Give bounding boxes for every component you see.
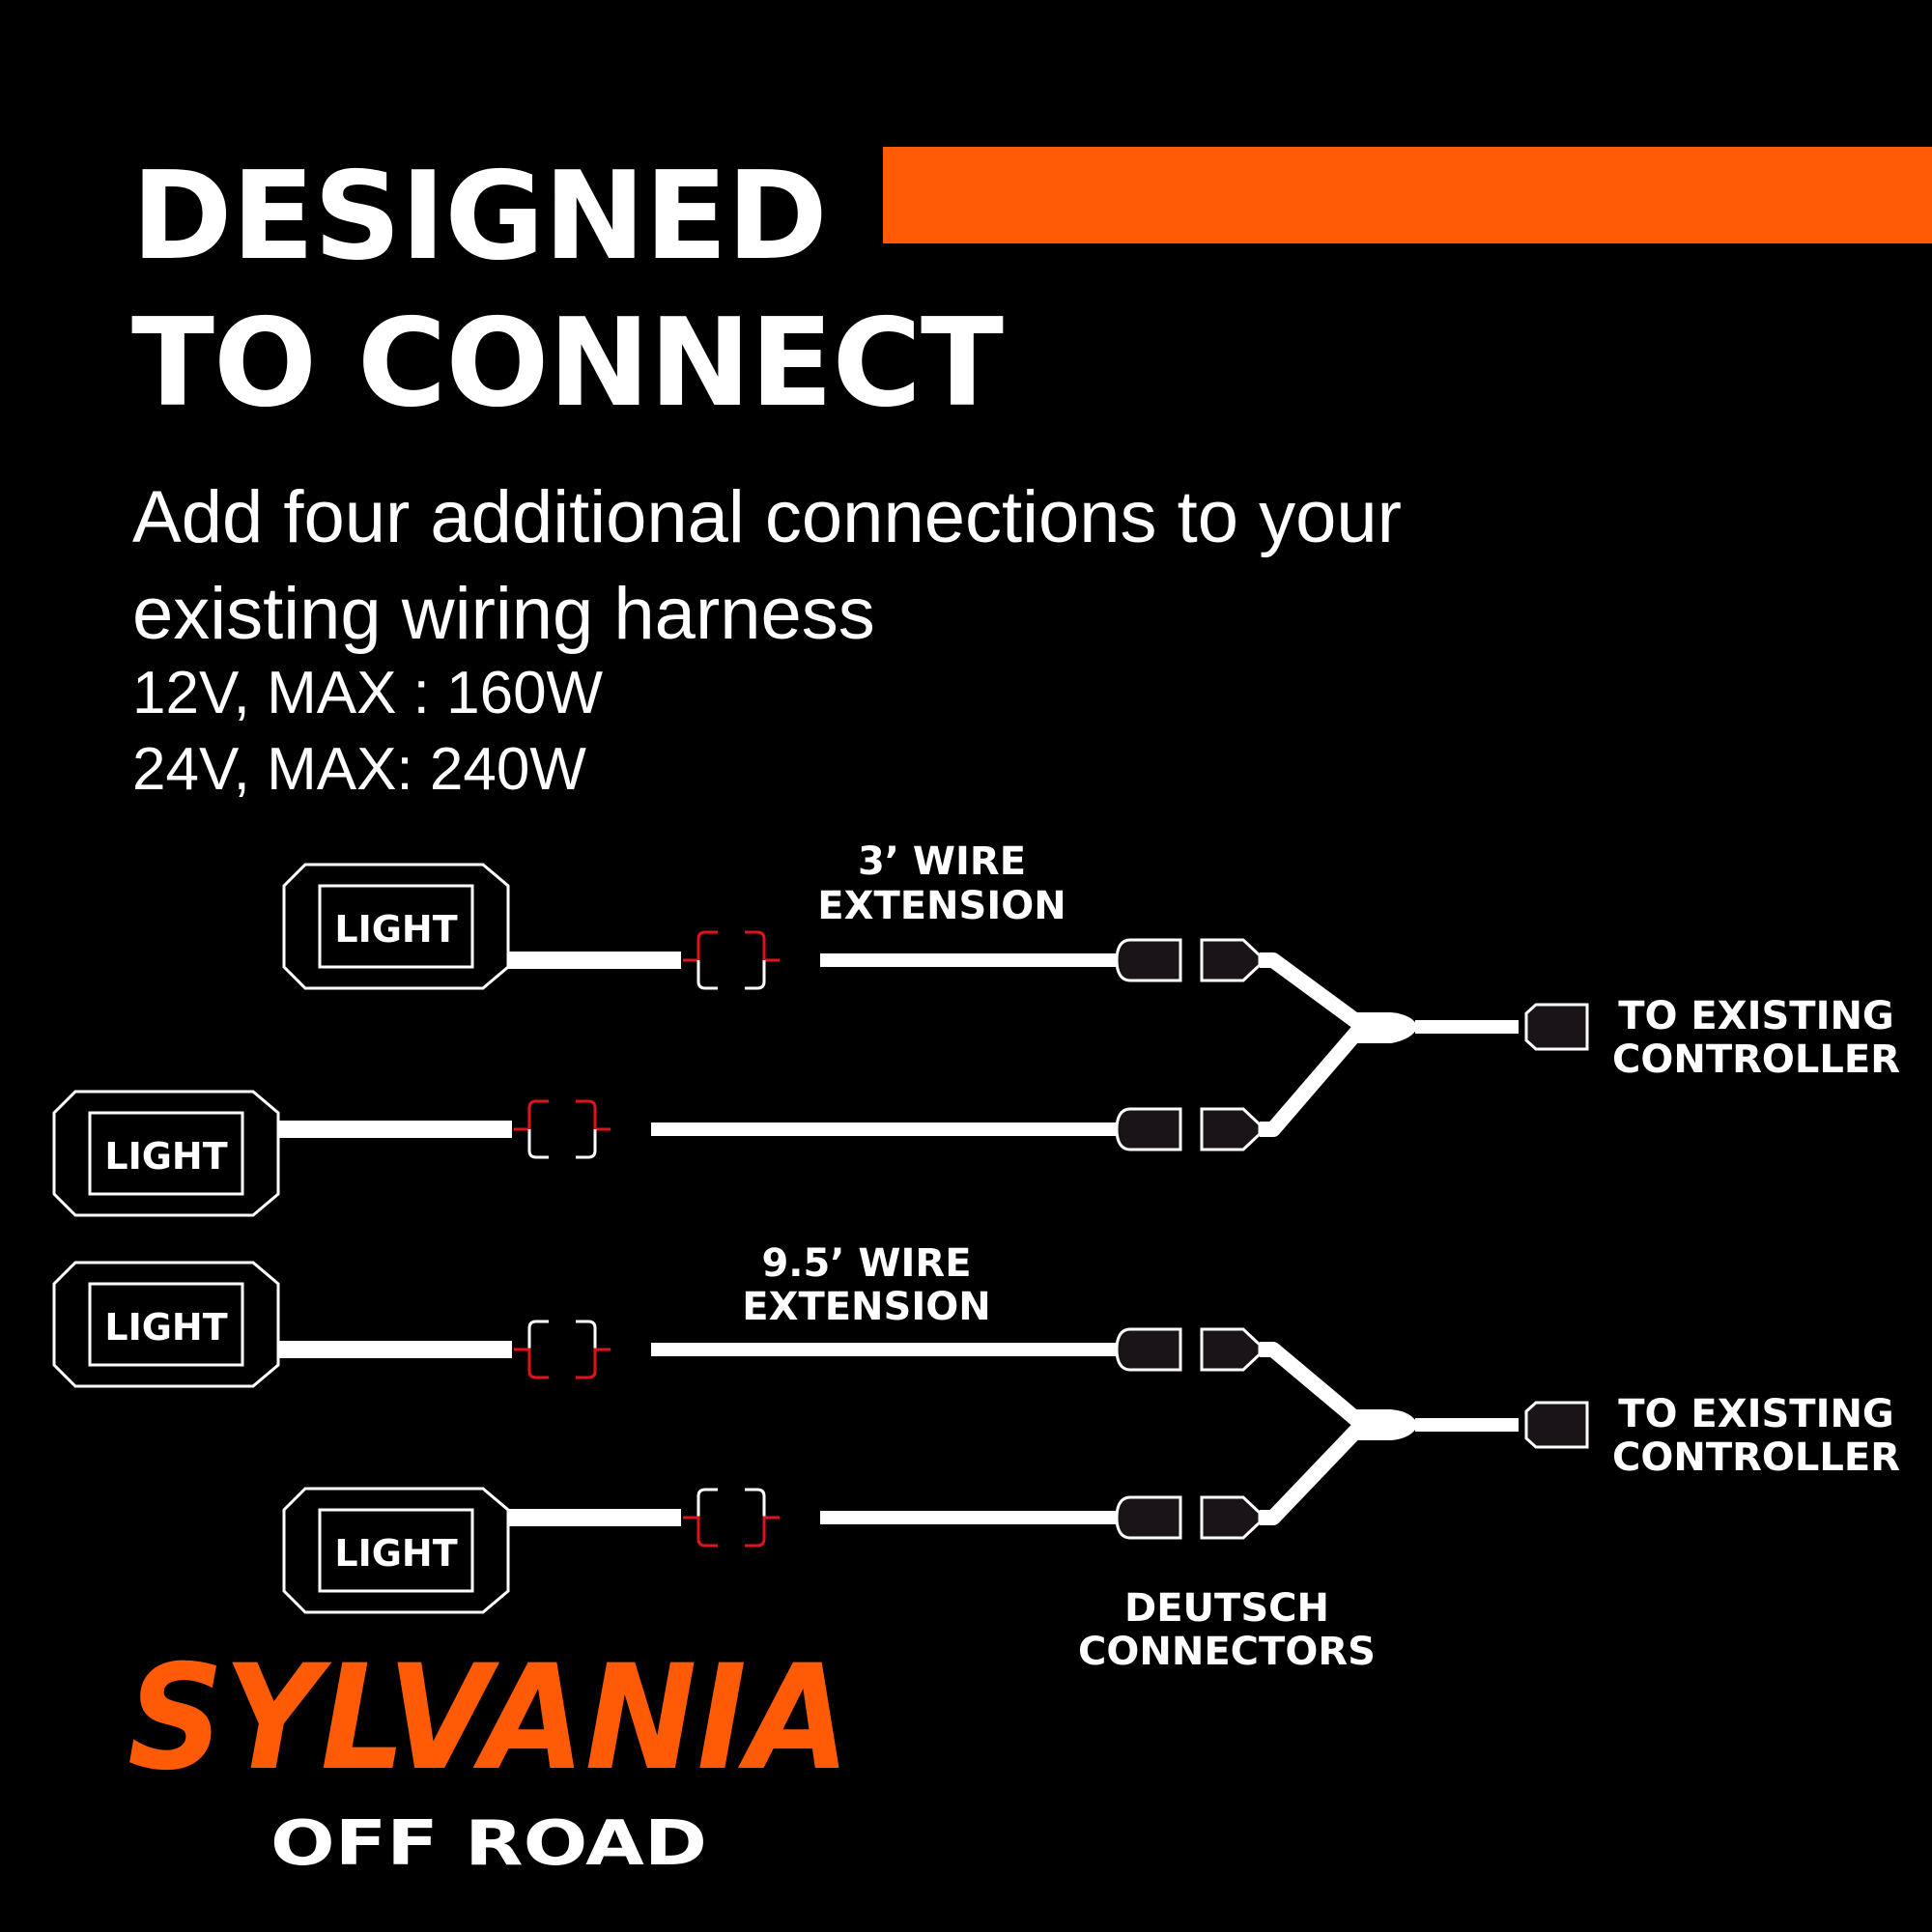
y-splitter-bottom	[1260, 1342, 1519, 1525]
brand-logo: SYLVANIA OFF ROAD	[128, 1634, 850, 1880]
controller-plug-top	[1524, 1003, 1589, 1051]
light-label-c: LIGHT	[104, 1306, 227, 1349]
headline-line-2: TO CONNECT	[131, 292, 1004, 434]
deutsch-male-a	[1115, 938, 1182, 982]
deutsch-female-a	[1200, 938, 1262, 982]
deutsch-line-1: DEUTSCH	[1124, 1586, 1329, 1631]
controller-plug-bottom	[1524, 1401, 1589, 1449]
light-label-a: LIGHT	[334, 908, 457, 951]
ext-3ft-line-2: EXTENSION	[817, 884, 1065, 928]
deutsch-male-b	[1115, 1107, 1182, 1151]
brand-name: SYLVANIA	[128, 1634, 850, 1803]
subtitle: Add four additional connections to your …	[132, 476, 1402, 655]
harness-top: LIGHT LIGHT 3’ WIRE EXTENSION TO	[52, 839, 1900, 1217]
inline-connector-b	[512, 1099, 612, 1159]
spec-24v: 24V, MAX: 240W	[132, 736, 586, 803]
inline-connector-c	[512, 1320, 612, 1379]
ext-95ft-line-2: EXTENSION	[742, 1285, 990, 1329]
ext-95ft-line-1: 9.5’ WIRE	[761, 1241, 971, 1286]
y-splitter-top	[1260, 952, 1519, 1137]
light-label-b: LIGHT	[104, 1135, 227, 1178]
light-label-d: LIGHT	[334, 1532, 457, 1575]
harness-bottom: LIGHT LIGHT 9.5’ WIRE EXTENSION T	[52, 1241, 1900, 1674]
inline-connector-d	[681, 1488, 781, 1548]
inline-connector-a	[681, 930, 781, 990]
controller-bottom-line-2: CONTROLLER	[1612, 1435, 1900, 1480]
controller-top-line-1: TO EXISTING	[1618, 994, 1894, 1038]
brand-tagline: OFF ROAD	[270, 1808, 707, 1880]
deutsch-female-c	[1200, 1327, 1262, 1372]
deutsch-male-d	[1115, 1495, 1182, 1540]
controller-bottom-line-1: TO EXISTING	[1618, 1392, 1894, 1436]
spec-12v: 12V, MAX : 160W	[132, 660, 604, 726]
headline-line-1: DESIGNED	[131, 145, 828, 287]
deutsch-male-c	[1115, 1327, 1182, 1372]
controller-top-line-2: CONTROLLER	[1612, 1037, 1900, 1082]
ext-3ft-line-1: 3’ WIRE	[858, 839, 1026, 884]
deutsch-female-d	[1200, 1495, 1262, 1540]
headline: DESIGNED TO CONNECT	[131, 143, 1004, 437]
deutsch-line-2: CONNECTORS	[1078, 1630, 1376, 1674]
orange-accent-bar	[883, 147, 1932, 243]
deutsch-female-b	[1200, 1107, 1262, 1151]
